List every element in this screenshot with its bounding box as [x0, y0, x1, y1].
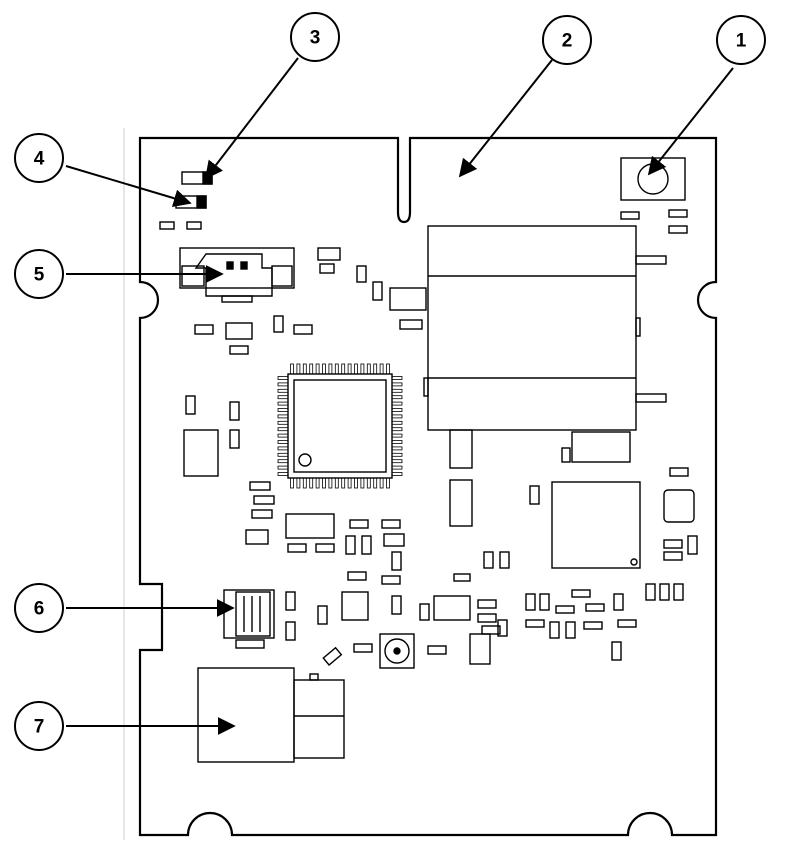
- chip-pin: [347, 363, 352, 375]
- chip-pin: [360, 477, 365, 489]
- chip-pin: [386, 363, 390, 375]
- chip-pin: [391, 433, 403, 438]
- chip-pin: [277, 395, 289, 400]
- chip-pin: [354, 363, 358, 375]
- chip-pin: [328, 477, 333, 489]
- chip-pin: [277, 459, 289, 464]
- chip-pin: [391, 414, 403, 419]
- callout-circle-1: [716, 15, 766, 65]
- chip-pin: [315, 477, 320, 489]
- chip-pin: [277, 408, 289, 412]
- chip-pin: [391, 465, 403, 470]
- callout-number-6: 6: [34, 599, 45, 620]
- chip-pin: [309, 363, 314, 375]
- callout-numbers: 1 2 3 4 5 6 7: [34, 28, 747, 738]
- chip-pin: [391, 388, 403, 393]
- callout-circle-6: [14, 583, 64, 633]
- chip-pin: [277, 446, 289, 451]
- leader-arrows: [65, 57, 734, 735]
- large-connector: [197, 667, 345, 763]
- callout-number-7: 7: [34, 717, 45, 738]
- chip-pin: [366, 477, 371, 489]
- chip-pin: [334, 477, 339, 489]
- callout-number-1: 1: [736, 31, 747, 52]
- chip-pin: [334, 363, 339, 375]
- qfp-chip: [277, 363, 403, 489]
- qfn-module: [529, 481, 641, 569]
- chip-pin: [373, 477, 378, 489]
- chip-pin: [391, 408, 403, 412]
- callout-circle-5: [14, 249, 64, 299]
- two-pin-connector: [179, 247, 295, 303]
- chip-pin: [341, 477, 346, 489]
- callout-number-2: 2: [562, 31, 573, 52]
- chip-pin: [277, 388, 289, 393]
- chip-pin: [322, 363, 326, 375]
- callout-circle-7: [14, 701, 64, 751]
- chip-pin: [277, 420, 289, 425]
- chip-pin: [386, 477, 390, 489]
- chip-pin: [277, 465, 289, 470]
- chip-pin: [277, 427, 289, 432]
- chip-pin: [277, 452, 289, 457]
- chip-pin: [277, 433, 289, 438]
- callout-circles: [14, 12, 766, 751]
- chip-pin: [354, 477, 358, 489]
- chip-pin: [296, 363, 301, 375]
- chip-pin: [379, 363, 384, 375]
- callout-number-5: 5: [34, 265, 45, 286]
- arrow-1: [647, 67, 734, 176]
- chip-pin: [277, 382, 289, 387]
- chip-pin: [391, 440, 403, 444]
- chip-pin: [366, 363, 371, 375]
- callout-number-4: 4: [34, 149, 45, 170]
- chip-pin: [391, 420, 403, 425]
- chip-pin: [290, 363, 294, 375]
- side-connector: [223, 589, 296, 649]
- chip-pin: [277, 414, 289, 419]
- chip-pin: [315, 363, 320, 375]
- chip-pin: [277, 472, 289, 476]
- chip-pin: [302, 477, 307, 489]
- chip-pin: [290, 477, 294, 489]
- chip-pin: [360, 363, 365, 375]
- chip-pin: [309, 477, 314, 489]
- callout-number-3: 3: [310, 28, 321, 49]
- chip-pin: [391, 446, 403, 451]
- chip-pin: [373, 363, 378, 375]
- arrow-2: [458, 59, 553, 178]
- round-component: [379, 633, 415, 669]
- arrow-3: [204, 57, 299, 180]
- chip-pin: [322, 477, 326, 489]
- chip-pin: [328, 363, 333, 375]
- chip-pin: [391, 427, 403, 432]
- arrow-4: [65, 165, 192, 207]
- chip-pin: [391, 472, 403, 476]
- chip-pin: [296, 477, 301, 489]
- chip-pin: [302, 363, 307, 375]
- callout-circle-4: [14, 133, 64, 183]
- chip-pin: [391, 459, 403, 464]
- callout-circle-2: [542, 15, 592, 65]
- chip-pin: [391, 382, 403, 387]
- chip-pin: [391, 395, 403, 400]
- chip-pin: [391, 452, 403, 457]
- chip-pin: [391, 376, 403, 380]
- antenna-module: [423, 225, 667, 431]
- chip-pin: [347, 477, 352, 489]
- chip-pin: [277, 376, 289, 380]
- chip-pin: [277, 401, 289, 406]
- chip-pin: [391, 401, 403, 406]
- chip-pin: [379, 477, 384, 489]
- pcb-board: [138, 136, 718, 837]
- chip-pin: [277, 440, 289, 444]
- chip-pin: [341, 363, 346, 375]
- callout-circle-3: [290, 12, 340, 62]
